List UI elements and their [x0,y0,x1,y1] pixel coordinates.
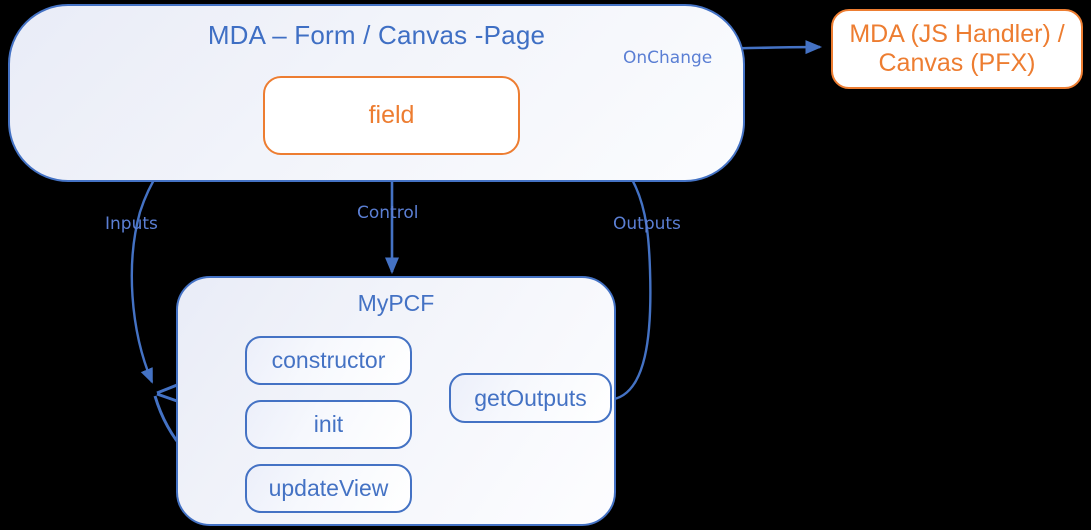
method-getoutputs[interactable]: getOutputs [449,373,612,423]
method-updateview-label: updateView [268,475,389,501]
edge-label-control: Control [357,203,419,223]
field-node-label: field [368,100,415,129]
method-updateview[interactable]: updateView [245,464,412,513]
pcf-container-title: MyPCF [357,290,435,316]
method-constructor[interactable]: constructor [245,336,412,385]
field-node[interactable]: field [263,76,520,155]
method-init[interactable]: init [245,400,412,449]
method-init-label: init [313,411,344,437]
handler-node-line1: MDA (JS Handler) / [849,19,1065,48]
method-getoutputs-label: getOutputs [474,384,587,411]
edge-label-outputs: Outputs [613,214,681,234]
edge-label-inputs: Inputs [105,214,158,234]
host-container-title: MDA – Form / Canvas -Page [207,20,546,50]
handler-node-line2: Canvas (PFX) [878,49,1036,77]
edge-label-onchange: OnChange [623,48,713,68]
handler-node[interactable]: MDA (JS Handler) / Canvas (PFX) [831,9,1083,89]
method-constructor-label: constructor [271,347,386,373]
